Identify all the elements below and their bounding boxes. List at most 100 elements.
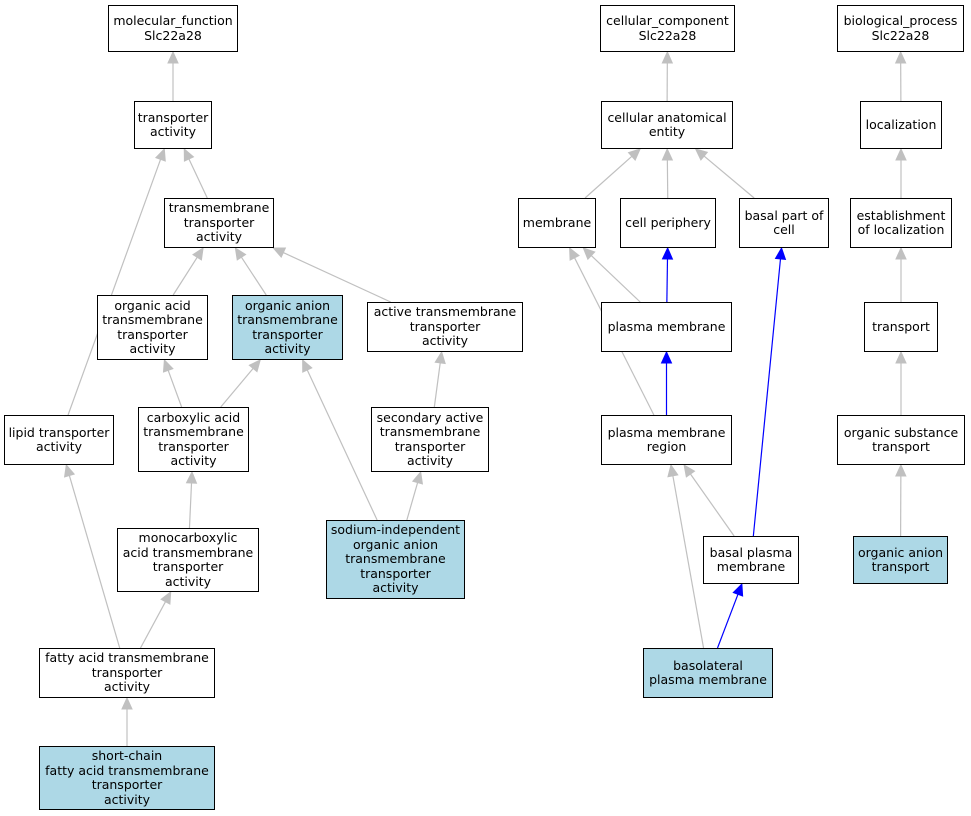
edge-arrowhead	[183, 147, 195, 162]
edge-arrowhead	[302, 358, 313, 373]
term-node-eol[interactable]: establishment of localization	[850, 198, 952, 248]
edge-oat-to-tta	[172, 256, 198, 296]
term-node-ta[interactable]: transporter activity	[134, 101, 212, 149]
edge-arrowhead	[661, 147, 674, 161]
edge-arrowhead	[272, 247, 287, 259]
term-label: transporter activity	[137, 109, 209, 139]
edge-arrowhead	[434, 350, 446, 365]
edge-arrowhead	[895, 246, 907, 260]
term-label: plasma membrane	[607, 318, 726, 334]
term-label: lipid transporter activity	[8, 424, 110, 454]
edge-arrowhead	[667, 463, 679, 478]
term-label: organic substance transport	[843, 424, 959, 454]
term-label: organic acid transmembrane transporter a…	[102, 297, 203, 356]
edge-arrowhead	[248, 359, 261, 373]
term-node-ost[interactable]: organic substance transport	[837, 415, 965, 465]
term-node-cc[interactable]: cellular_component Slc22a28	[600, 5, 735, 52]
edge-sat-to-atta	[433, 362, 441, 408]
edge-arrowhead	[895, 147, 907, 161]
term-label: basal plasma membrane	[709, 544, 793, 574]
term-node-tta[interactable]: transmembrane transporter activity	[164, 198, 274, 248]
term-node-oat[interactable]: organic acid transmembrane transporter a…	[97, 295, 208, 360]
term-node-scfa[interactable]: short-chain fatty acid transmembrane tra…	[39, 746, 215, 810]
term-node-bp[interactable]: biological_process Slc22a28	[837, 5, 964, 52]
edge-mem-to-cae	[584, 155, 633, 199]
edge-pm-to-mem	[590, 255, 641, 303]
edge-arrowhead	[167, 50, 179, 64]
edge-cat-to-oant	[220, 368, 254, 408]
term-label: cell periphery	[625, 214, 711, 230]
edge-arrowhead	[582, 247, 596, 261]
edge-cat-to-oat	[167, 370, 183, 408]
edge-arrowhead	[894, 50, 907, 64]
term-node-cp[interactable]: cell periphery	[620, 198, 716, 248]
edge-arrowhead	[234, 246, 247, 261]
edge-arrowhead	[694, 148, 709, 161]
term-node-atta[interactable]: active transmembrane transporter activit…	[367, 302, 523, 352]
edge-arrowhead	[185, 470, 198, 484]
term-node-cat[interactable]: carboxylic acid transmembrane transporte…	[138, 407, 249, 472]
term-label: sodium-independent organic anion transme…	[330, 522, 461, 596]
edge-sioa-to-sat	[406, 482, 419, 521]
term-node-bpm[interactable]: basal plasma membrane	[703, 536, 799, 584]
edge-fat-to-lta	[68, 475, 121, 649]
edge-atta-to-tta	[283, 252, 391, 303]
term-label: establishment of localization	[856, 207, 946, 237]
term-node-sat[interactable]: secondary active transmembrane transport…	[371, 407, 489, 472]
term-label: organic anion transmembrane transporter …	[237, 297, 338, 356]
term-label: transmembrane transporter activity	[168, 200, 270, 245]
edge-arrowhead	[162, 358, 174, 373]
edge-blpm-to-pmr	[672, 475, 705, 649]
term-node-mem[interactable]: membrane	[518, 198, 596, 248]
term-label: monocarboxylic acid transmembrane transp…	[122, 530, 254, 589]
edge-bpm-to-pmr	[689, 473, 735, 537]
term-label: localization	[865, 116, 937, 132]
edge-arrowhead	[661, 246, 674, 260]
term-label: basolateral plasma membrane	[649, 657, 767, 687]
edge-lta-to-ta	[67, 159, 162, 416]
term-node-sioa[interactable]: sodium-independent organic anion transme…	[326, 520, 465, 599]
term-node-oant[interactable]: organic anion transmembrane transporter …	[232, 295, 343, 360]
term-node-cae[interactable]: cellular anatomical entity	[601, 101, 733, 149]
edge-sioa-to-oant	[306, 369, 378, 521]
edge-arrowhead	[895, 463, 907, 477]
edge-blpm-to-bpm	[716, 594, 739, 649]
edge-arrowhead	[661, 50, 674, 64]
term-label: basal part of cell	[744, 207, 824, 237]
term-node-loc[interactable]: localization	[860, 101, 942, 149]
edge-arrowhead	[160, 590, 172, 605]
term-node-bpc[interactable]: basal part of cell	[739, 198, 829, 248]
term-label: organic anion transport	[857, 544, 944, 574]
term-label: membrane	[522, 214, 592, 230]
term-node-blpm[interactable]: basolateral plasma membrane	[643, 648, 773, 698]
term-node-mf[interactable]: molecular_function Slc22a28	[108, 5, 238, 52]
edge-mct-to-cat	[188, 482, 193, 529]
term-label: carboxylic acid transmembrane transporte…	[143, 409, 244, 468]
term-node-lta[interactable]: lipid transporter activity	[4, 415, 114, 465]
term-label: cellular_component Slc22a28	[606, 13, 729, 43]
term-node-pmr[interactable]: plasma membrane region	[601, 415, 732, 465]
term-label: plasma membrane region	[607, 424, 726, 454]
edge-fat-to-mct	[139, 601, 167, 649]
term-label: short-chain fatty acid transmembrane tra…	[45, 748, 209, 807]
edge-arrowhead	[660, 350, 673, 364]
term-node-mct[interactable]: monocarboxylic acid transmembrane transp…	[117, 528, 259, 592]
term-label: molecular_function Slc22a28	[113, 13, 233, 43]
term-label: biological_process Slc22a28	[843, 13, 958, 43]
edge-arrowhead	[569, 246, 580, 261]
term-node-oant2[interactable]: organic anion transport	[853, 536, 948, 584]
edge-oant-to-tta	[240, 256, 267, 296]
edge-arrowhead	[774, 246, 787, 261]
term-node-tr[interactable]: transport	[864, 302, 938, 352]
term-node-fat[interactable]: fatty acid transmembrane transporter act…	[39, 648, 215, 698]
edge-arrowhead	[121, 696, 133, 710]
edge-pm-to-cp	[666, 258, 669, 303]
edge-arrowhead	[192, 246, 204, 261]
edge-arrowhead	[63, 463, 76, 478]
edge-arrowhead	[627, 148, 641, 161]
edge-bpc-to-cae	[703, 155, 755, 199]
edge-arrowhead	[411, 470, 424, 485]
term-node-pm[interactable]: plasma membrane	[601, 302, 732, 352]
